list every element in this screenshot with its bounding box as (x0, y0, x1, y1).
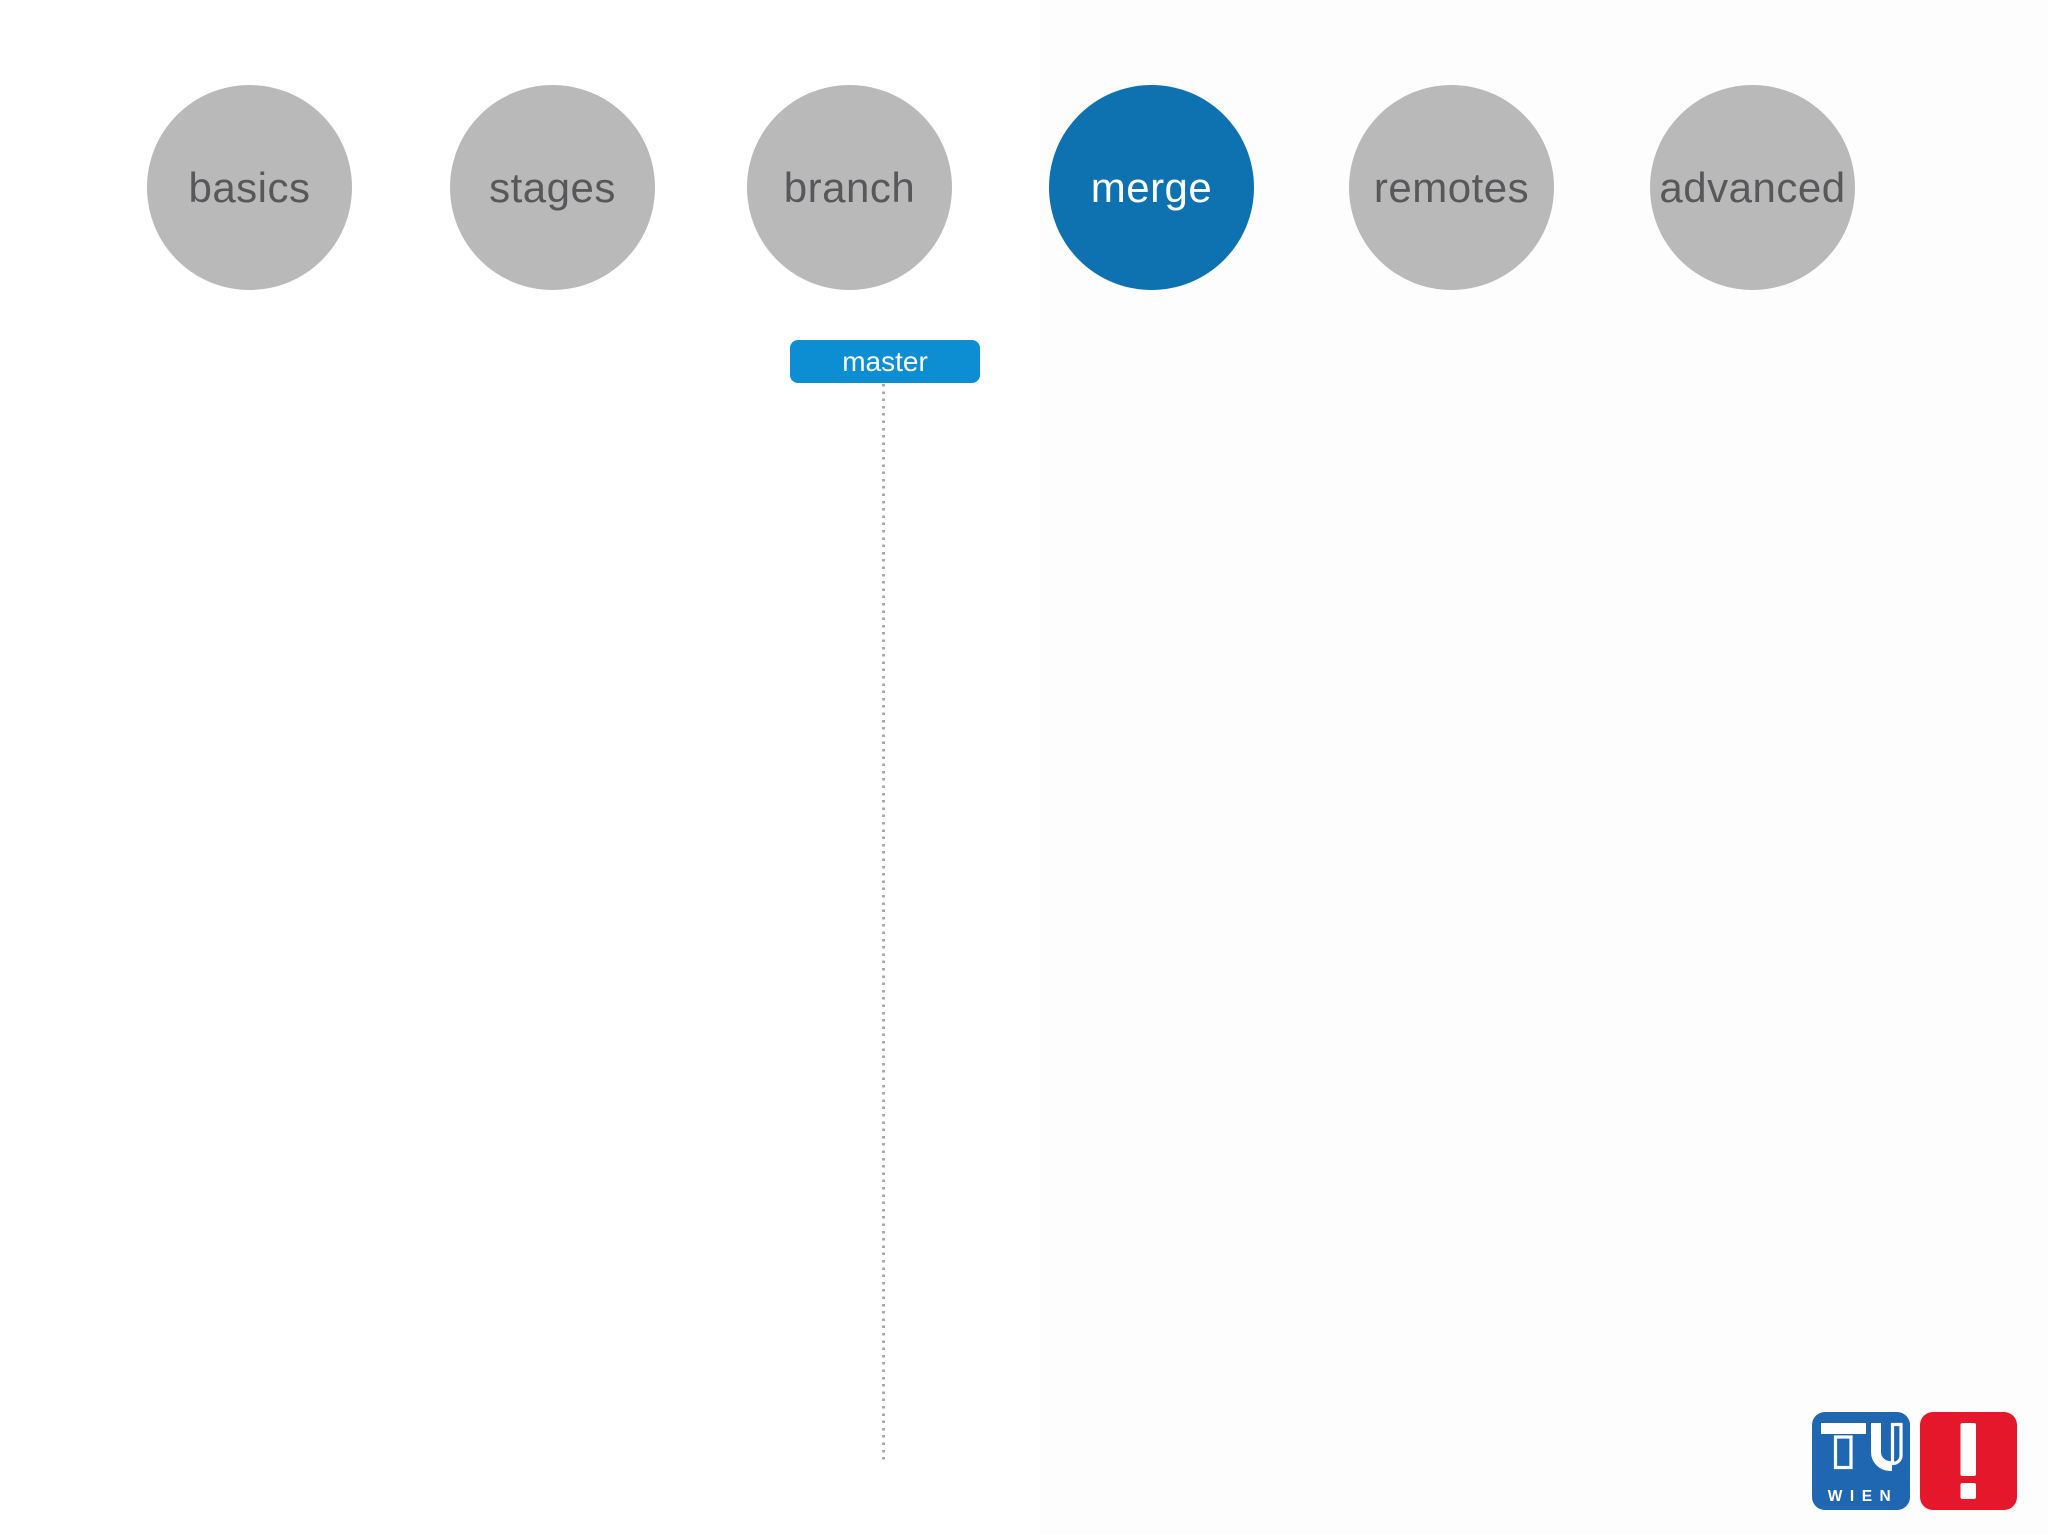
nav-circle-advanced[interactable]: advanced (1650, 85, 1855, 290)
tu-logo-t-bar (1821, 1423, 1866, 1434)
nav-label-branch: branch (783, 163, 916, 211)
tu-logo-u-left (1871, 1423, 1892, 1471)
exclamation-mark-dot (1960, 1483, 1976, 1499)
tu-wien-logo-wordmark: WIEN (1828, 1488, 1898, 1505)
tu-logo-u-right (1890, 1422, 1903, 1466)
nav-label-basics: basics (188, 163, 311, 211)
tu-wien-logo: WIEN (1812, 1412, 1910, 1510)
tu-logo-t-stem (1833, 1435, 1853, 1470)
nav-circle-branch[interactable]: branch (747, 85, 952, 290)
nav-label-stages: stages (489, 163, 616, 211)
nav-label-remotes: remotes (1373, 163, 1530, 211)
nav-circle-merge-active[interactable]: merge (1049, 85, 1254, 290)
exclamation-mark-bar (1960, 1423, 1976, 1476)
nav-circle-remotes[interactable]: remotes (1349, 85, 1554, 290)
nav-circle-stages[interactable]: stages (450, 85, 655, 290)
exclamation-logo (1920, 1412, 2017, 1510)
nav-circle-basics[interactable]: basics (147, 85, 352, 290)
commit-timeline-dotted-line (882, 384, 885, 1460)
nav-label-advanced: advanced (1659, 163, 1846, 211)
nav-label-merge: merge (1090, 163, 1213, 211)
master-branch-badge: master (790, 340, 980, 383)
master-branch-label: master (842, 345, 928, 377)
